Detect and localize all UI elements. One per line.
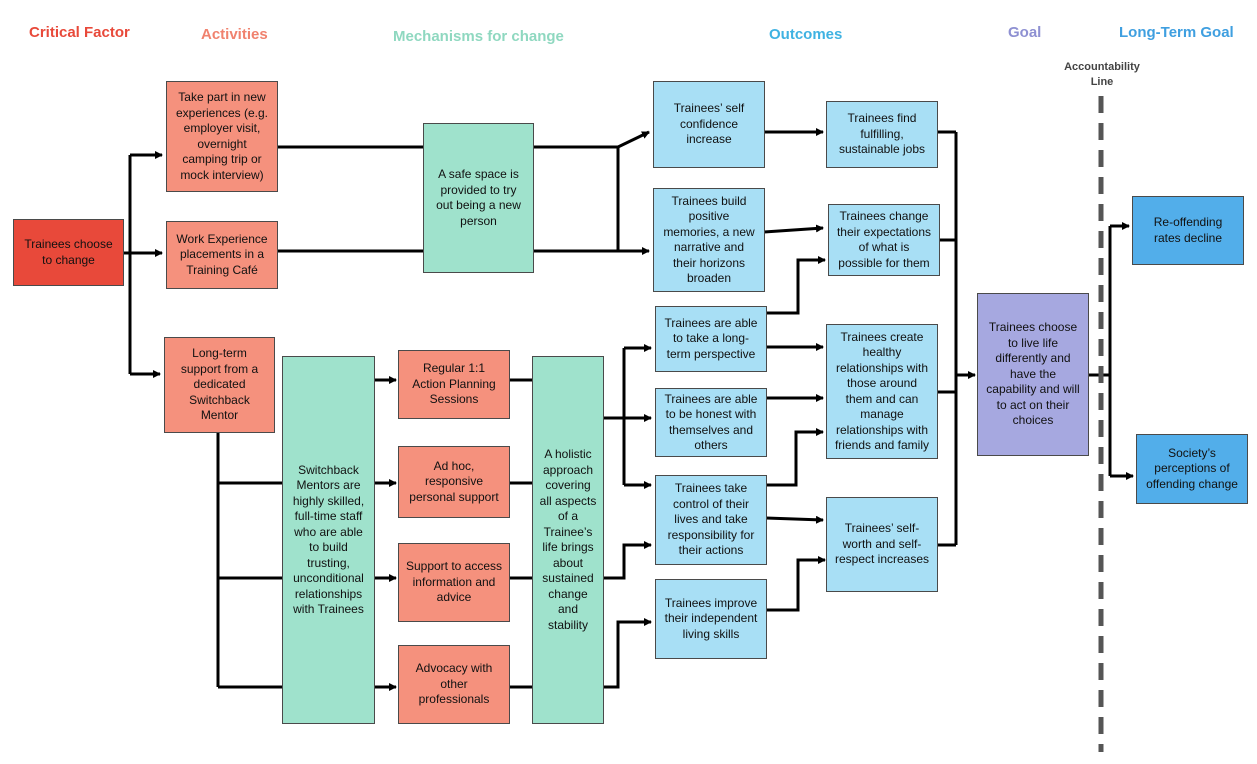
node-safe-space: A safe space is provided to try out bein… — [423, 123, 534, 273]
node-self-worth: Trainees’ self- worth and self- respect … — [826, 497, 938, 592]
node-trainees-choose-to-change: Trainees choose to change — [13, 219, 124, 286]
node-living-skills: Trainees improve their independent livin… — [655, 579, 767, 659]
node-support-access: Support to access information and advice — [398, 543, 510, 622]
node-change-expectations: Trainees change their expectations of wh… — [828, 204, 940, 276]
node-ad-hoc-support: Ad hoc, responsive personal support — [398, 446, 510, 518]
node-mentors-skilled: Switchback Mentors are highly skilled, f… — [282, 356, 375, 724]
node-take-control: Trainees take control of their lives and… — [655, 475, 767, 565]
node-fulfilling-jobs: Trainees find fulfilling, sustainable jo… — [826, 101, 938, 168]
accountability-line-label: Accountability Line — [1064, 61, 1140, 88]
header-mechanisms: Mechanisms for change — [393, 28, 564, 45]
header-critical-factor: Critical Factor — [29, 24, 130, 41]
node-self-confidence: Trainees’ self confidence increase — [653, 81, 765, 168]
node-action-planning: Regular 1:1 Action Planning Sessions — [398, 350, 510, 419]
node-work-experience: Work Experience placements in a Training… — [166, 221, 278, 289]
header-activities: Activities — [201, 26, 268, 43]
node-advocacy: Advocacy with other professionals — [398, 645, 510, 724]
node-long-term-perspective: Trainees are able to take a long- term p… — [655, 306, 767, 372]
node-live-differently: Trainees choose to live life differently… — [977, 293, 1089, 456]
header-goal: Goal — [1008, 24, 1042, 41]
header-long-term-goal: Long-Term Goal — [1119, 24, 1234, 41]
header-outcomes: Outcomes — [769, 26, 843, 43]
node-holistic-approach: A holistic approach covering all aspects… — [532, 356, 604, 724]
node-new-experiences: Take part in new experiences (e.g. emplo… — [166, 81, 278, 192]
node-reoffending-decline: Re-offending rates decline — [1132, 196, 1244, 265]
node-positive-memories: Trainees build positive memories, a new … — [653, 188, 765, 292]
node-long-term-support: Long-term support from a dedicated Switc… — [164, 337, 275, 433]
node-society-perceptions: Society’s perceptions of offending chang… — [1136, 434, 1248, 504]
node-healthy-relationships: Trainees create healthy relationships wi… — [826, 324, 938, 459]
node-honest: Trainees are able to be honest with them… — [655, 388, 767, 457]
